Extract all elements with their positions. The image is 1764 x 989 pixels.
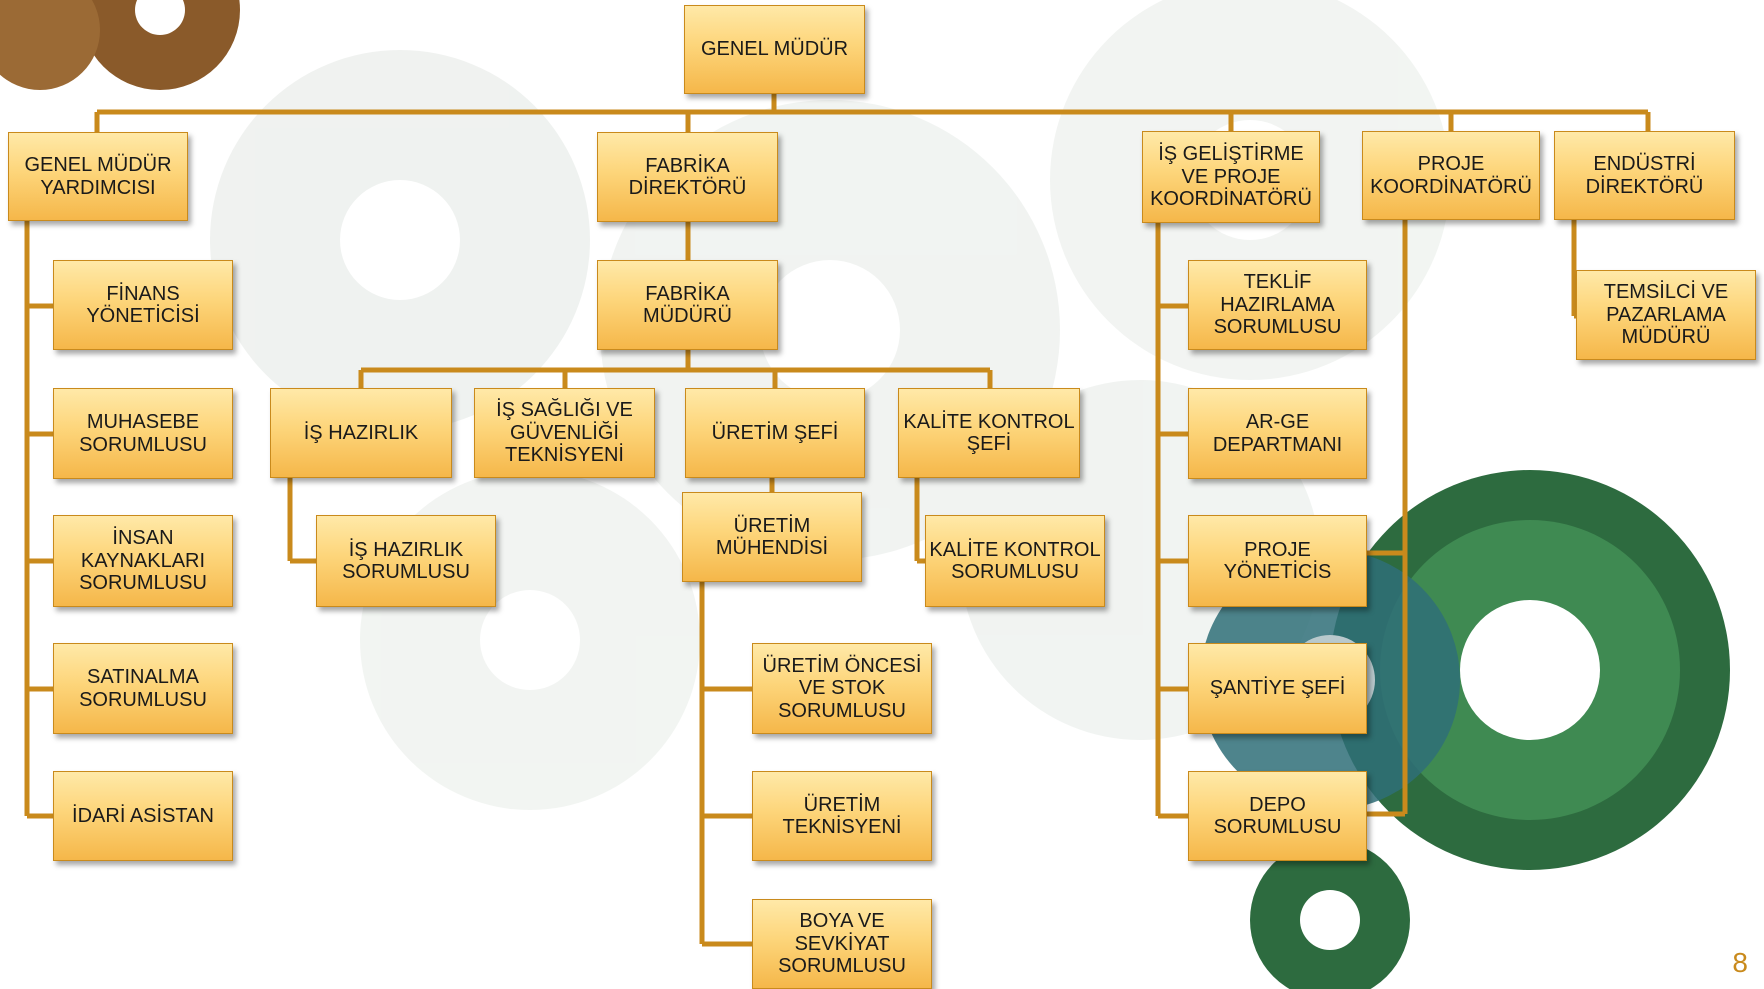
box-work-preparation-officer: İŞ HAZIRLIK SORUMLUSU xyxy=(316,515,496,607)
box-hr-officer: İNSAN KAYNAKLARI SORUMLUSU xyxy=(53,515,233,607)
box-accounting-officer: MUHASEBE SORUMLUSU xyxy=(53,388,233,479)
box-project-coordinator: PROJE KOORDİNATÖRÜ xyxy=(1362,131,1540,220)
box-finance-manager: FİNANS YÖNETİCİSİ xyxy=(53,260,233,350)
box-administrative-assistant: İDARİ ASİSTAN xyxy=(53,771,233,861)
box-rnd-department: AR-GE DEPARTMANI xyxy=(1188,388,1367,479)
box-general-manager: GENEL MÜDÜR xyxy=(684,5,865,94)
box-business-development-coordinator: İŞ GELİŞTİRME VE PROJE KOORDİNATÖRÜ xyxy=(1142,131,1320,223)
box-quality-control-chief: KALİTE KONTROL ŞEFİ xyxy=(898,388,1080,478)
box-bid-preparation-officer: TEKLİF HAZIRLAMA SORUMLUSU xyxy=(1188,260,1367,350)
box-deputy-general-manager: GENEL MÜDÜR YARDIMCISI xyxy=(8,132,188,221)
box-project-manager: PROJE YÖNETİCİS xyxy=(1188,515,1367,607)
brown-gear-icon xyxy=(0,0,240,90)
slide-number: 8 xyxy=(1732,947,1748,978)
box-pre-production-stock-officer: ÜRETİM ÖNCESİ VE STOK SORUMLUSU xyxy=(752,643,932,734)
green-gear-icon xyxy=(1200,470,1730,989)
box-work-preparation: İŞ HAZIRLIK xyxy=(270,388,452,478)
box-quality-control-officer: KALİTE KONTROL SORUMLUSU xyxy=(925,515,1105,607)
box-factory-manager: FABRİKA MÜDÜRÜ xyxy=(597,260,778,350)
box-site-chief: ŞANTİYE ŞEFİ xyxy=(1188,643,1367,734)
box-ohs-technician: İŞ SAĞLIĞI VE GÜVENLİĞİ TEKNİSYENİ xyxy=(474,388,655,478)
box-industry-director: ENDÜSTRİ DİREKTÖRÜ xyxy=(1554,131,1735,220)
box-paint-shipping-officer: BOYA VE SEVKİYAT SORUMLUSU xyxy=(752,899,932,989)
box-warehouse-officer: DEPO SORUMLUSU xyxy=(1188,771,1367,861)
box-representative-marketing-manager: TEMSİLCİ VE PAZARLAMA MÜDÜRÜ xyxy=(1576,270,1756,360)
box-production-chief: ÜRETİM ŞEFİ xyxy=(685,388,865,478)
box-factory-director: FABRİKA DİREKTÖRÜ xyxy=(597,132,778,222)
box-production-technician: ÜRETİM TEKNİSYENİ xyxy=(752,771,932,861)
box-production-engineer: ÜRETİM MÜHENDİSİ xyxy=(682,492,862,582)
box-purchasing-officer: SATINALMA SORUMLUSU xyxy=(53,643,233,734)
